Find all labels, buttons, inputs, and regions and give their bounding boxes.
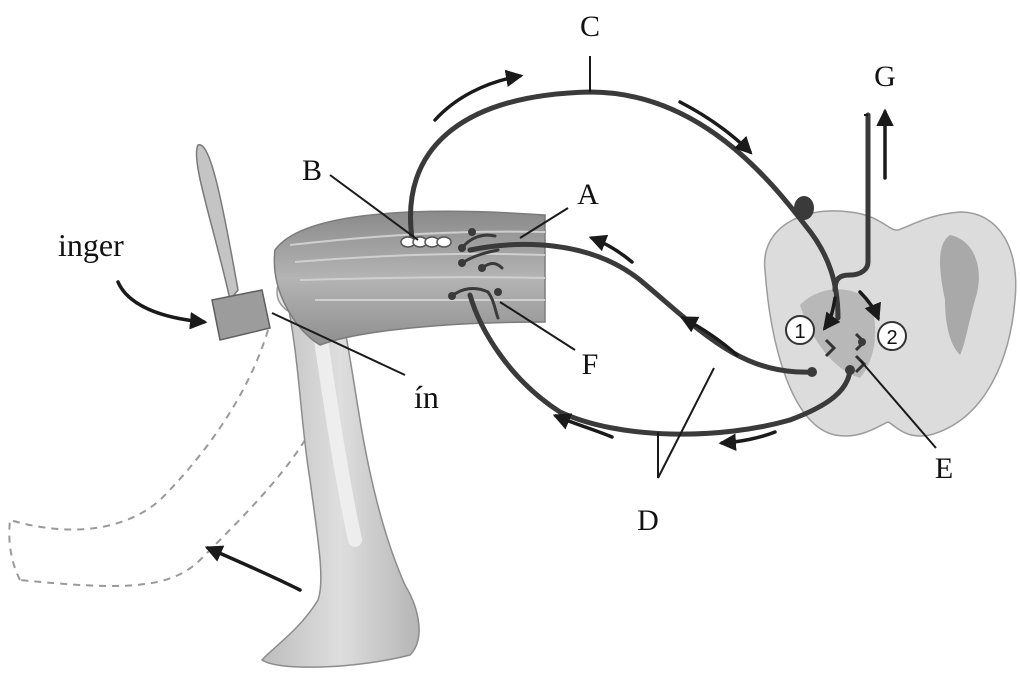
label-d: D: [637, 504, 659, 537]
reflex-hammer: [196, 145, 270, 340]
label-c: C: [580, 10, 600, 43]
label-stimulus: inger: [58, 227, 124, 263]
label-a: A: [577, 178, 599, 211]
label-tendon: ín: [414, 379, 439, 415]
muscle-spindle: [401, 237, 451, 247]
label-b: B: [302, 154, 322, 187]
label-f: F: [582, 348, 599, 381]
neuron-2-marker: 2: [878, 322, 906, 350]
neuron-1-marker: 1: [786, 316, 814, 344]
neuron-1-number: 1: [794, 321, 805, 343]
label-g: G: [874, 60, 896, 93]
leg: [262, 211, 545, 667]
extended-leg-outline: [9, 330, 305, 586]
neuron-2-number: 2: [886, 327, 897, 349]
label-e: E: [935, 452, 953, 485]
